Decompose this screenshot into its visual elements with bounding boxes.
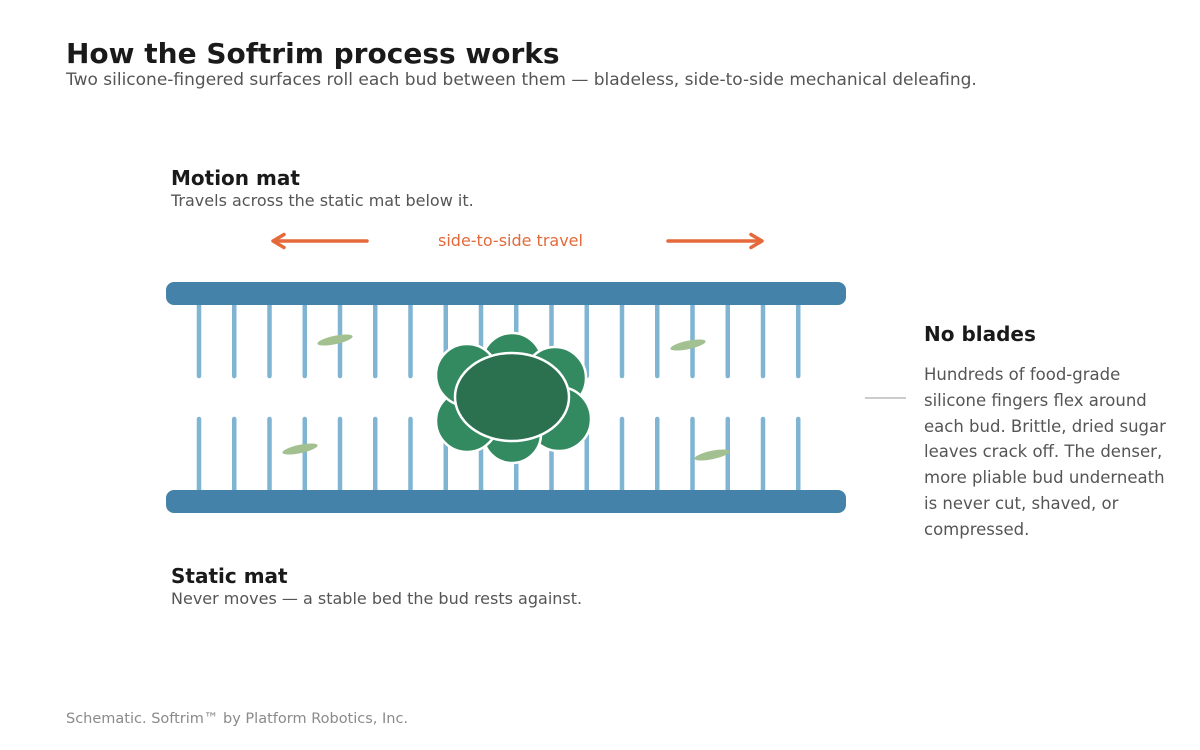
trimmed-leaf [694, 449, 730, 461]
trimmed-leaf [317, 334, 353, 346]
trimmed-leaf [670, 339, 706, 351]
callout-title: No blades [924, 322, 1036, 346]
motion-mat-bar [166, 282, 846, 305]
bud-icon [434, 331, 593, 465]
motion-mat-title: Motion mat [171, 166, 300, 190]
page-subtitle: Two silicone-fingered surfaces roll each… [66, 70, 977, 90]
motion-mat-description: Travels across the static mat below it. [171, 191, 474, 210]
left-arrow-icon [271, 232, 369, 250]
travel-label: side-to-side travel [438, 231, 583, 250]
footer-credit: Schematic. Softrim™ by Platform Robotics… [66, 711, 409, 727]
right-arrow-icon [666, 232, 764, 250]
callout-body: Hundreds of food-grade silicone fingers … [924, 365, 1166, 539]
static-mat-description: Never moves — a stable bed the bud rests… [171, 589, 583, 608]
static-mat-bar [166, 490, 846, 513]
static-mat-title: Static mat [171, 564, 288, 588]
trimmed-leaf [282, 443, 318, 455]
page-title: How the Softrim process works [66, 37, 560, 70]
